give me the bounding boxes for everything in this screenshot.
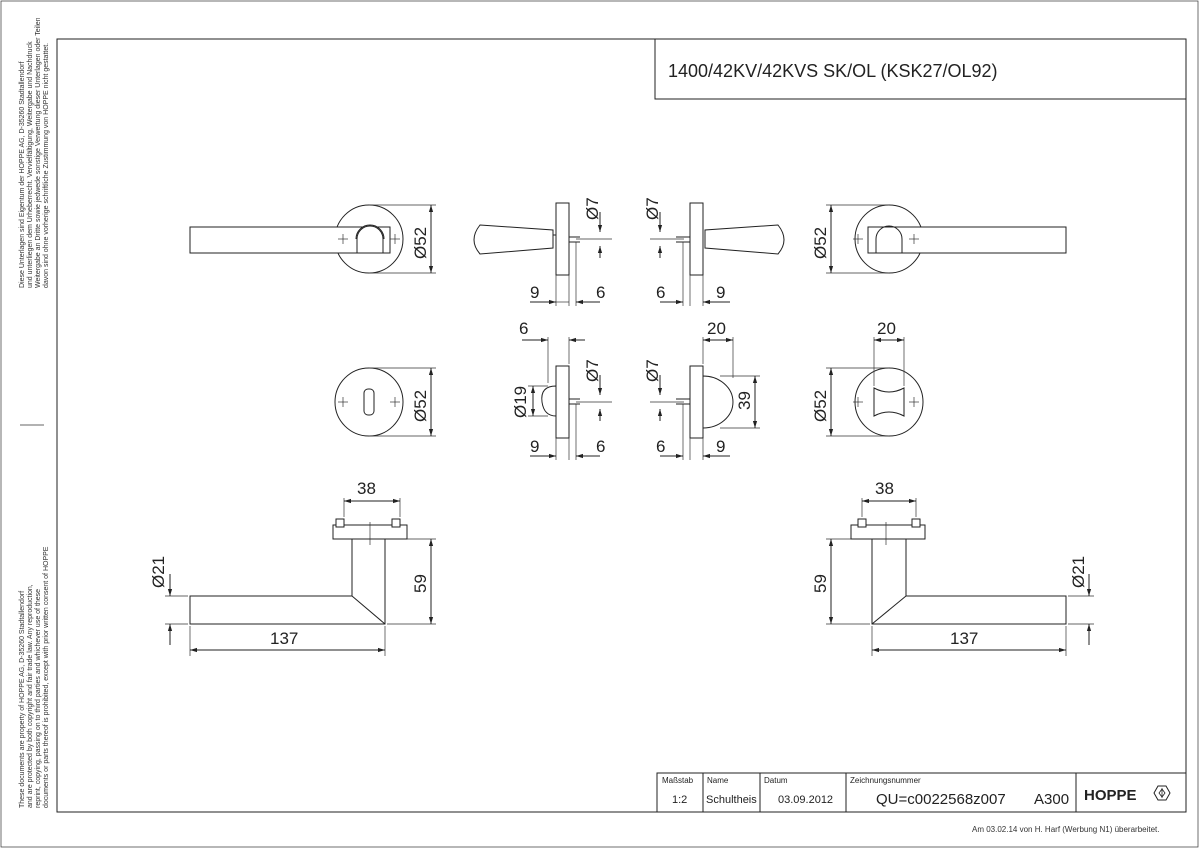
dim-d21-right: Ø21 [1069,556,1088,588]
dim-d52-r1-right: Ø52 [811,227,830,259]
svg-text:davon sind ohne vorherige schr: davon sind ohne vorherige schriftliche Z… [43,43,50,288]
drawing-frame [56,38,1187,813]
dim-39: 39 [735,391,754,410]
drawing-title: 1400/42KV/42KVS SK/OL (KSK27/OL92) [668,61,998,81]
hoppe-logo-icon [1153,785,1171,801]
title-box [654,39,1186,100]
lever-top-view-left [165,498,436,656]
dim-d7-r2-left: Ø7 [583,359,602,382]
scale-value: 1:2 [672,794,687,806]
side-note-english: These documents are property of HOPPE AG… [19,546,50,808]
dim-59-left: 59 [411,574,430,593]
turn-knob-front-view [826,337,924,437]
name-label: Name [707,776,729,785]
dim-d7-r2-right: Ø7 [643,359,662,382]
release-side-view [650,337,760,460]
side-note-german: Diese Unterlagen sind Eigentum der HOPPE… [19,17,50,288]
svg-text:These documents are property o: These documents are property of HOPPE AG… [19,591,26,808]
date-value: 03.09.2012 [778,794,833,806]
dim-6-r2-right: 6 [656,437,665,456]
dim-d21-left: Ø21 [149,556,168,588]
dim-6-top-left: 6 [519,319,528,338]
footer-note: Am 03.02.14 von H. Harf (Werbung N1) übe… [972,825,1160,834]
dim-d52-r2-left: Ø52 [411,390,430,422]
svg-text:and are protected by both copy: and are protected by both copyright and … [27,584,34,808]
lever-side-view-right [650,202,785,306]
dim-9-r2-left: 9 [530,437,539,456]
svg-text:Diese Unterlagen sind Eigentum: Diese Unterlagen sind Eigentum der HOPPE… [19,61,26,288]
dim-137-left: 137 [270,629,298,648]
svg-text:Weitergabe an Dritte sowie jed: Weitergabe an Dritte sowie jedwede sonst… [35,17,42,288]
lever-front-view-left [189,204,436,274]
dim-20-top-mid: 20 [707,319,726,338]
number-label: Zeichnungsnummer [850,776,921,785]
dim-d19: Ø19 [511,386,530,418]
turn-knob-side-view [522,337,612,460]
date-label: Datum [764,776,788,785]
dim-d52-r1-left: Ø52 [411,227,430,259]
dim-6-r1-left: 6 [596,283,605,302]
rose-key-front-view [334,367,436,437]
dim-9-r1-right: 9 [716,283,725,302]
lever-front-view-right [826,204,1067,274]
dim-6-r1-right: 6 [656,283,665,302]
dim-d52-r2-right: Ø52 [811,390,830,422]
svg-text:und unterliegen dem Urheberrec: und unterliegen dem Urheberrecht. Vervie… [27,41,34,288]
dim-6-r2-left: 6 [596,437,605,456]
lever-top-view-right [826,498,1094,656]
svg-text:reprint, copying, passing on t: reprint, copying, passing on to third pa… [35,589,42,808]
dim-137-right: 137 [950,629,978,648]
dim-d7-r1-right: Ø7 [643,197,662,220]
hoppe-logo-text: HOPPE [1084,787,1137,804]
drawing-number: QU=c0022568z007 [876,791,1006,808]
dim-d7-r1-left: Ø7 [583,197,602,220]
title-block [656,772,1187,813]
dim-9-r2-right: 9 [716,437,725,456]
dim-38-right: 38 [875,479,894,498]
svg-text:documents or parts thereof is: documents or parts thereof is prohibited… [43,546,50,808]
lever-side-view-left [473,202,612,306]
format-value: A300 [1034,791,1069,808]
scale-label: Maßstab [662,776,694,785]
dim-59-right: 59 [811,574,830,593]
dim-20-top-right: 20 [877,319,896,338]
dim-38-left: 38 [357,479,376,498]
dim-9-r1-left: 9 [530,283,539,302]
name-value: Schultheis [706,794,757,806]
